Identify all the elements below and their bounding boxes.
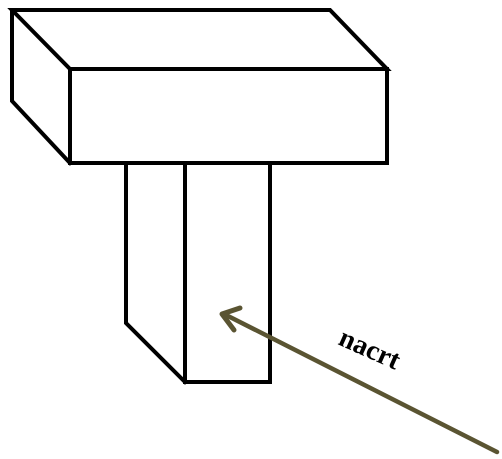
stem-front-face — [183, 161, 272, 384]
top-bar-top-face — [7, 8, 392, 71]
t-shape-drawing — [7, 8, 392, 385]
stem-left-face — [124, 161, 188, 385]
arrowhead — [219, 305, 243, 333]
top-bar-left-face — [10, 8, 73, 166]
arrow-shaft — [221, 311, 500, 455]
view-arrow — [219, 305, 500, 455]
view-label: nacrt — [334, 322, 405, 377]
top-bar-front-face — [68, 67, 389, 165]
